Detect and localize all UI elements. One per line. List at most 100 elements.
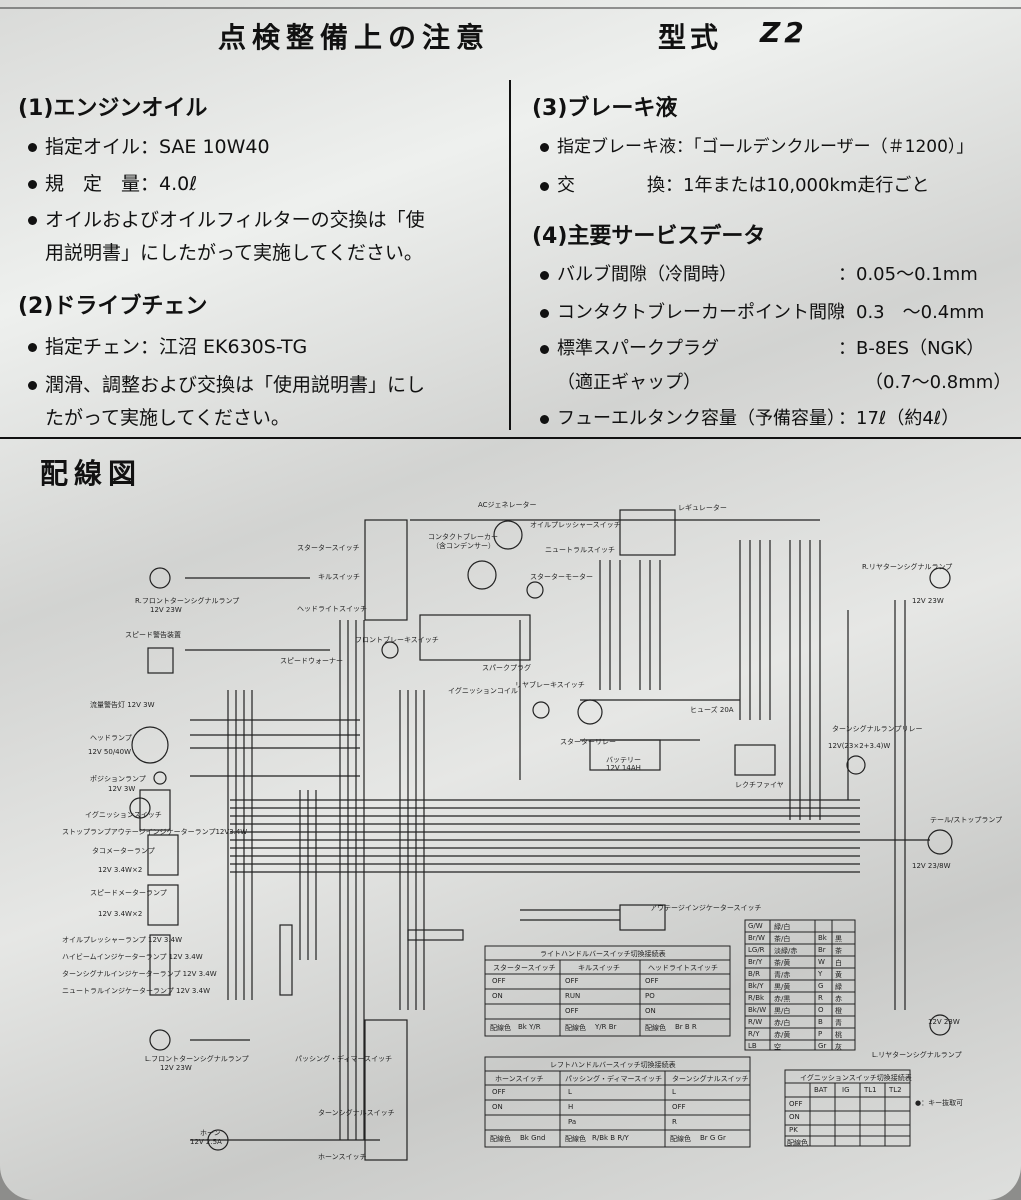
color-table-cell: R/Y xyxy=(748,1030,760,1038)
position-lamp-spec: 12V 3W xyxy=(108,785,136,793)
color-table-cell: Br/Y xyxy=(748,958,763,966)
service-row-value: ：17ℓ（約4ℓ） xyxy=(838,408,960,429)
color-table-cell: P xyxy=(818,1030,823,1038)
color-table-cell: 茶/白 xyxy=(774,935,791,943)
headlamp-spec: 12V 50/40W xyxy=(88,748,132,756)
tail-lamp-label: テール/ストップランプ xyxy=(930,816,1003,824)
horn-label: ホーン xyxy=(200,1129,221,1137)
left-switch-cell: 配線色 xyxy=(670,1135,691,1143)
right-switch-cell: 配線色 xyxy=(490,1024,511,1032)
left-switch-cell: 配線色 xyxy=(490,1135,511,1143)
l-front-turn-spec: 12V 23W xyxy=(160,1064,192,1072)
right-switch-header: ヘッドライトスイッチ xyxy=(648,964,718,972)
r-rear-turn-label: R.リヤターンシグナルランプ xyxy=(862,563,953,571)
brake-fluid-item: 指定ブレーキ液：「ゴールデンクルーザー（＃1200）」 xyxy=(540,132,973,157)
stop-lamp-indicator-label: ストップランプアウテージインジケーターランプ12V3.4W xyxy=(62,828,248,836)
drive-chain-heading: (2)ドライブチェン xyxy=(18,294,208,319)
left-switch-header: ターンシグナルスイッチ xyxy=(672,1075,749,1083)
service-data-heading: (4)主要サービスデータ xyxy=(532,224,766,249)
drive-chain-item: 潤滑、調整および交換は「使用説明書」にし xyxy=(28,370,425,397)
service-row-label: コンタクトブレーカーポイント間隙 xyxy=(540,298,845,324)
engine-oil-item: 用説明書」にしたがって実施してください。 xyxy=(45,242,423,264)
r-rear-turn-spec: 12V 23W xyxy=(912,597,944,605)
drive-chain-item: 指定チェン：江沼 EK630S-TG xyxy=(28,332,307,359)
right-switch-cell: 配線色 xyxy=(565,1024,586,1032)
color-table-cell: 緑 xyxy=(835,983,842,991)
color-table-cell: 赤/黒 xyxy=(774,995,791,1003)
model-value: Z2 xyxy=(760,16,808,49)
ignition-table-header: BAT xyxy=(814,1086,828,1094)
color-table-cell: 青/赤 xyxy=(774,971,791,979)
left-switch-cell: ON xyxy=(492,1103,503,1111)
speed-warner-label: スピードウォーナー xyxy=(280,657,343,665)
ignition-table-row: OFF xyxy=(789,1100,803,1108)
color-table-cell: Br/W xyxy=(748,934,765,942)
kill-switch-label: キルスイッチ xyxy=(318,573,360,581)
l-rear-turn-spec: 12V 23W xyxy=(928,1018,960,1026)
left-switch-cell: Br G Gr xyxy=(700,1134,726,1142)
right-switch-cell: OFF xyxy=(492,977,506,985)
engine-oil-item: 規 定 量：4.0ℓ xyxy=(28,169,197,196)
left-switch-header: ホーンスイッチ xyxy=(495,1075,544,1083)
left-switch-cell: OFF xyxy=(672,1103,686,1111)
tail-lamp-spec: 12V 23/8W xyxy=(912,862,951,870)
left-switch-cell: R xyxy=(672,1118,677,1126)
engine-oil-item: 指定オイル：SAE 10W40 xyxy=(28,132,270,159)
service-row-value: （0.7～0.8mm） xyxy=(865,372,1012,393)
color-table-cell: LB xyxy=(748,1042,757,1050)
right-switch-cell: ON xyxy=(645,1007,656,1015)
left-switch-cell: Bk Gnd xyxy=(520,1134,546,1142)
horn-spec: 12V 2.5A xyxy=(190,1138,222,1146)
color-table-cell: 橙 xyxy=(835,1007,842,1015)
color-table-cell: R xyxy=(818,994,823,1002)
ac-generator-label: ACジェネレーター xyxy=(478,501,537,509)
tacho-lamp-label: タコメーターランプ xyxy=(92,847,155,855)
l-front-turn-label: L.フロントターンシグナルランプ xyxy=(145,1055,249,1063)
left-switch-cell: L xyxy=(568,1088,572,1096)
left-switch-cell: OFF xyxy=(492,1088,506,1096)
color-table-cell: 茶 xyxy=(835,947,842,955)
ignition-table-header: IG xyxy=(842,1086,850,1094)
passing-switch-label: パッシング・ディマースイッチ xyxy=(295,1055,393,1063)
color-table-cell: 赤/黄 xyxy=(774,1031,791,1039)
starter-switch-label: スタータースイッチ xyxy=(297,544,360,552)
service-row-label: バルブ間隙（冷間時） xyxy=(540,260,737,286)
tacho-lamp-spec: 12V 3.4W×2 xyxy=(98,866,143,874)
color-table-cell: 赤/白 xyxy=(774,1019,791,1027)
color-table-cell: G xyxy=(818,982,824,990)
speedo-lamp-spec: 12V 3.4W×2 xyxy=(98,910,143,918)
turn-relay-spec: 12V(23×2+3.4)W xyxy=(828,742,891,750)
right-switch-table-title: ライトハンドルバースイッチ切換接続表 xyxy=(540,950,666,958)
ignition-table-row: ON xyxy=(789,1113,800,1121)
drive-chain-item: たがって実施してください。 xyxy=(45,407,290,429)
service-row-label: 標準スパークプラグ xyxy=(540,334,719,360)
position-lamp-label: ポジションランプ xyxy=(90,775,146,783)
color-table-cell: 空 xyxy=(774,1043,781,1051)
color-table-cell: 黒/白 xyxy=(774,1007,791,1015)
color-table-cell: R/W xyxy=(748,1018,763,1026)
right-switch-cell: Bk Y/R xyxy=(518,1023,541,1031)
color-table-cell: Gr xyxy=(818,1042,827,1050)
r-front-turn-spec: 12V 23W xyxy=(150,606,182,614)
right-switch-cell: Br B R xyxy=(675,1023,697,1031)
turn-switch-label: ターンシグナルスイッチ xyxy=(318,1109,395,1117)
horn-switch-label: ホーンスイッチ xyxy=(318,1153,367,1161)
color-table-cell: 青 xyxy=(835,1019,842,1027)
right-switch-cell: Y/R Br xyxy=(595,1023,617,1031)
l-rear-turn-label: L.リヤターンシグナルランプ xyxy=(872,1051,962,1059)
service-row-value: ：0.3 ～0.4mm xyxy=(838,302,985,323)
neutral-indicator-label: ニュートラルインジケーターランプ 12V 3.4W xyxy=(62,987,210,995)
right-switch-cell: OFF xyxy=(645,977,659,985)
ignition-table-row: PK xyxy=(789,1126,798,1134)
left-switch-table-title: レフトハンドルバースイッチ切換接続表 xyxy=(550,1061,676,1069)
oil-indicator-label: オイルプレッシャーランプ 12V 3.4W xyxy=(62,936,182,944)
ignition-table-header: TL1 xyxy=(864,1086,877,1094)
rear-brake-switch-label: リヤブレーキスイッチ xyxy=(515,681,585,689)
color-table-cell: B xyxy=(818,1018,823,1026)
rectifier-label: レクチファイヤ xyxy=(735,781,784,789)
engine-oil-heading: (1)エンジンオイル xyxy=(18,96,208,121)
color-table-cell: 桃 xyxy=(835,1031,842,1039)
speedo-lamp-label: スピードメーターランプ xyxy=(90,889,167,897)
color-table-cell: 黒 xyxy=(835,935,842,943)
